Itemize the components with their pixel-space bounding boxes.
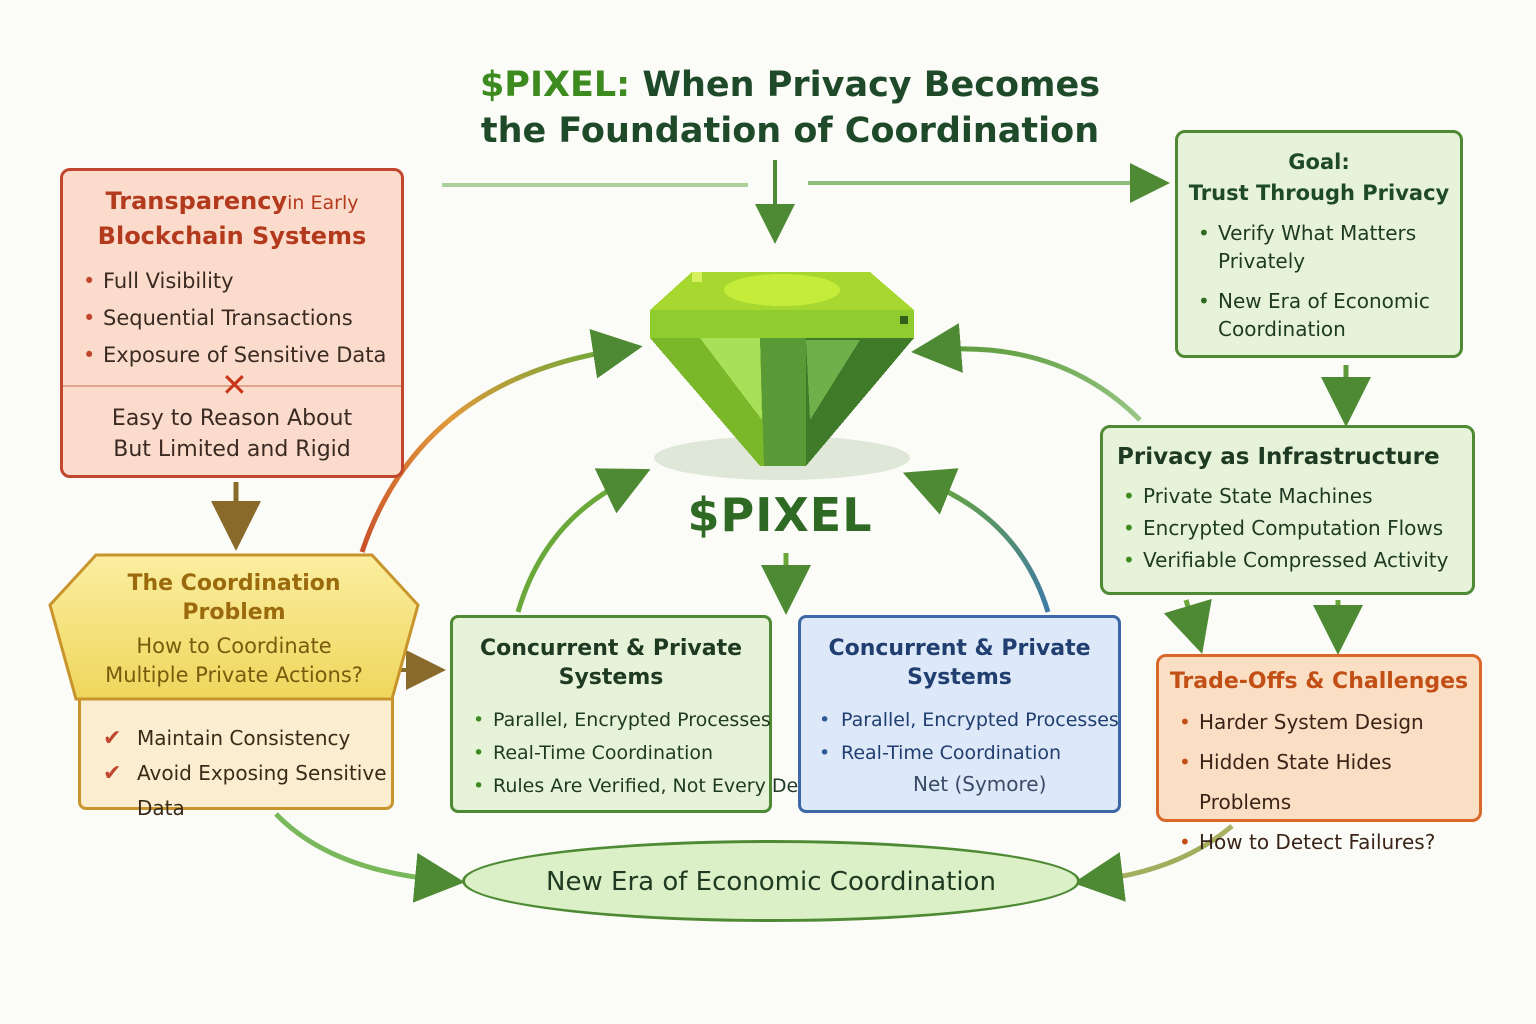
infrastructure-to-tradeoffs-arrow-1 — [1163, 598, 1212, 654]
concurrent-left-to-gem-arrow — [515, 468, 651, 613]
list-item: Verify What Matters Privately — [1192, 219, 1460, 275]
transparency-footer-1: Easy to Reason About — [111, 406, 353, 431]
goal-list: Verify What Matters Privately New Era of… — [1192, 219, 1460, 343]
x-mark-icon: ✕ — [221, 366, 248, 404]
list-item: Exposure of Sensitive Data — [77, 337, 401, 374]
transparency-title-c: Blockchain Systems — [97, 222, 367, 250]
title-ticker: $PIXEL: — [479, 65, 631, 105]
concurrent-right-title-2: Systems — [907, 665, 1012, 690]
coordination-title-2: Problem — [182, 600, 286, 625]
list-item: Full Visibility — [77, 263, 401, 300]
transparency-title-a: Transparency — [105, 187, 288, 215]
divider — [63, 385, 401, 387]
coordination-text: The Coordination Problem How to Coordina… — [48, 569, 420, 690]
pixel-gem-icon — [650, 272, 914, 466]
goal-title-1: Goal: — [1288, 150, 1350, 174]
coordination-to-outcome-arrow — [274, 812, 465, 903]
title-line1: When Privacy Becomes — [642, 65, 1101, 105]
net-label: Net (Symore) — [913, 772, 1047, 796]
coordination-question: How to Coordinate Multiple Private Actio… — [48, 632, 420, 690]
pixel-label: $PIXEL — [687, 488, 873, 542]
concurrent-left-title-2: Systems — [558, 665, 664, 690]
concurrent-right-title: Concurrent & Private Systems — [801, 634, 1118, 692]
coordination-title: The Coordination Problem — [48, 569, 420, 627]
coordination-question-1: How to Coordinate — [136, 634, 332, 658]
list-item: Parallel, Encrypted Processes — [819, 704, 1119, 737]
list-item: Real-Time Coordination — [467, 737, 769, 770]
list-item: Rules Are Verified, Not Every Detail — [467, 770, 828, 803]
tradeoffs-title: Trade-Offs & Challenges — [1169, 669, 1469, 694]
concurrent-systems-left: Concurrent & Private Systems Parallel, E… — [450, 615, 828, 813]
infrastructure-list: Private State Machines Encrypted Computa… — [1117, 480, 1472, 576]
tradeoffs-list: Harder System Design Hidden State Hides … — [1173, 702, 1479, 862]
infrastructure-to-gem-arrow — [911, 323, 1142, 422]
goal-title: Goal: Trust Through Privacy — [1178, 147, 1460, 209]
concurrent-left-title-1: Concurrent & Private — [479, 636, 743, 661]
coordination-hexagon — [48, 553, 420, 701]
list-item: Parallel, Encrypted Processes — [467, 704, 771, 737]
transparency-footer: Easy to Reason About But Limited and Rig… — [63, 403, 401, 465]
transparency-footer-2: But Limited and Rigid — [113, 437, 351, 462]
list-item: New Era of Economic Coordination — [1192, 287, 1460, 343]
list-item: Encrypted Computation Flows — [1117, 512, 1472, 544]
goal-title-2: Trust Through Privacy — [1188, 181, 1450, 205]
outcome-oval: New Era of Economic Coordination — [462, 840, 1080, 922]
coordination-question-2: Multiple Private Actions? — [105, 663, 363, 687]
coordination-checks: Maintain Consistency Avoid Exposing Sens… — [103, 721, 391, 826]
coordination-problem-box: The Coordination Problem How to Coordina… — [48, 553, 420, 703]
list-item: Hidden State Hides Problems — [1173, 742, 1479, 822]
coordination-title-1: The Coordination — [127, 571, 341, 596]
transparency-list: Full Visibility Sequential Transactions … — [77, 263, 401, 374]
list-item: Real-Time Coordination — [819, 737, 1118, 770]
concurrent-systems-right: Concurrent & Private Systems Parallel, E… — [798, 615, 1121, 813]
transparency-title: Transparencyin Early Blockchain Systems — [63, 185, 401, 255]
transparency-title-b: in Early — [287, 192, 359, 214]
page-title: $PIXEL: When Privacy Becomes the Foundat… — [380, 62, 1200, 154]
tradeoffs-box: Trade-Offs & Challenges Harder System De… — [1156, 654, 1482, 862]
list-item: Private State Machines — [1117, 480, 1472, 512]
list-item: Verifiable Compressed Activity — [1117, 544, 1472, 576]
coordination-to-gem-arrow — [359, 329, 643, 553]
list-item: Harder System Design — [1173, 702, 1479, 742]
check-item: Maintain Consistency — [103, 721, 391, 756]
infrastructure-box: Privacy as Infrastructure Private State … — [1100, 425, 1475, 595]
title-line2: the Foundation of Coordination — [480, 111, 1100, 151]
list-item: Sequential Transactions — [77, 300, 401, 337]
transparency-box: Transparencyin Early Blockchain Systems … — [60, 168, 404, 478]
concurrent-right-list: Parallel, Encrypted Processes Real-Time … — [819, 704, 1119, 770]
concurrent-left-title: Concurrent & Private Systems — [453, 634, 769, 692]
infrastructure-title: Privacy as Infrastructure — [1117, 444, 1440, 470]
concurrent-left-list: Parallel, Encrypted Processes Real-Time … — [467, 704, 828, 803]
check-item: Avoid Exposing Sensitive Data — [103, 756, 391, 826]
concurrent-right-to-gem-arrow — [902, 468, 1051, 613]
list-item: How to Detect Failures? — [1173, 822, 1479, 862]
goal-box: Goal: Trust Through Privacy Verify What … — [1175, 130, 1463, 358]
concurrent-right-title-1: Concurrent & Private — [828, 636, 1091, 661]
